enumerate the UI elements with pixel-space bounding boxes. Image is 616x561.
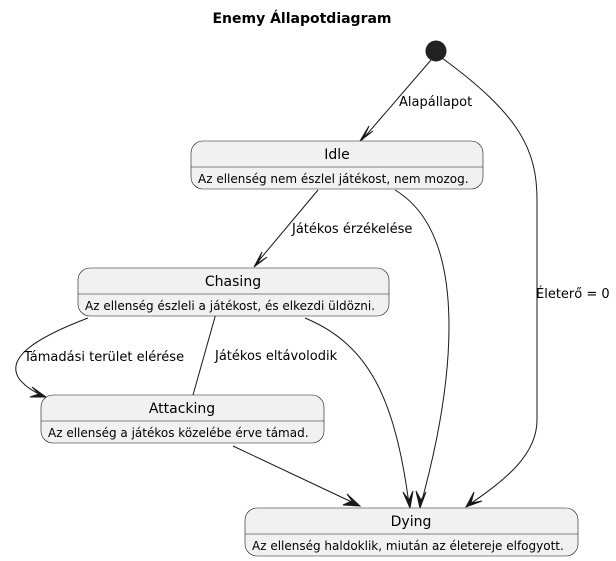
edge-attacking-to-dying xyxy=(232,445,357,505)
state-chasing[interactable]: Chasing Az ellenség észleli a játékost, … xyxy=(77,267,390,317)
edge-label-start-to-dying: Életerő = 0 xyxy=(536,286,610,302)
edge-attacking-to-dying-arrowhead xyxy=(342,493,362,507)
edge-idle-to-dying-arrowhead xyxy=(415,490,427,510)
edge-idle-to-chasing xyxy=(255,189,319,265)
state-attacking-description: Az ellenség a játékos közelébe érve táma… xyxy=(48,426,309,440)
transitions: Alapállapot Életerő = 0 Játékos érzékelé… xyxy=(15,57,610,510)
state-attacking[interactable]: Attacking Az ellenség a játékos közelébe… xyxy=(40,394,325,444)
edge-start-to-idle-arrowhead xyxy=(359,125,374,142)
edge-start-to-idle xyxy=(361,59,432,141)
state-dying[interactable]: Dying Az ellenség haldoklik, miután az é… xyxy=(244,507,579,557)
state-attacking-name: Attacking xyxy=(149,401,215,417)
edge-start-to-dying-arrowhead xyxy=(464,491,483,508)
edge-chasing-to-attacking-arrowhead xyxy=(29,386,48,398)
state-attacking-box xyxy=(40,394,325,444)
state-idle-description: Az ellenség nem észlel játékost, nem moz… xyxy=(198,172,469,186)
edge-idle-to-chasing-arrowhead xyxy=(253,251,268,268)
edge-chasing-to-dying-arrowhead xyxy=(402,490,414,510)
start-node xyxy=(425,40,447,62)
state-idle[interactable]: Idle Az ellenség nem észlel játékost, ne… xyxy=(190,140,484,190)
state-dying-name: Dying xyxy=(391,514,432,530)
state-chasing-box xyxy=(77,267,390,317)
edge-chasing-to-dying xyxy=(304,317,410,505)
edge-label-attacking-to-chasing: Játékos eltávolodik xyxy=(214,349,338,364)
edge-start-to-dying xyxy=(441,57,538,505)
edge-idle-to-dying xyxy=(394,189,450,505)
state-chasing-name: Chasing xyxy=(205,274,261,290)
state-idle-box xyxy=(190,140,484,190)
diagram-title: Enemy Állapotdiagram xyxy=(212,10,391,27)
edge-label-idle-to-chasing: Játékos érzékelése xyxy=(291,222,412,237)
edge-label-start-to-idle: Alapállapot xyxy=(399,95,472,110)
state-chasing-description: Az ellenség észleli a játékost, és elkez… xyxy=(85,299,375,313)
state-idle-name: Idle xyxy=(324,147,350,163)
edge-chasing-to-attacking xyxy=(15,317,89,397)
edge-label-chasing-to-attacking: Támadási terület elérése xyxy=(23,350,184,365)
state-dying-box xyxy=(244,507,579,557)
state-dying-description: Az ellenség haldoklik, miután az életere… xyxy=(252,539,564,553)
